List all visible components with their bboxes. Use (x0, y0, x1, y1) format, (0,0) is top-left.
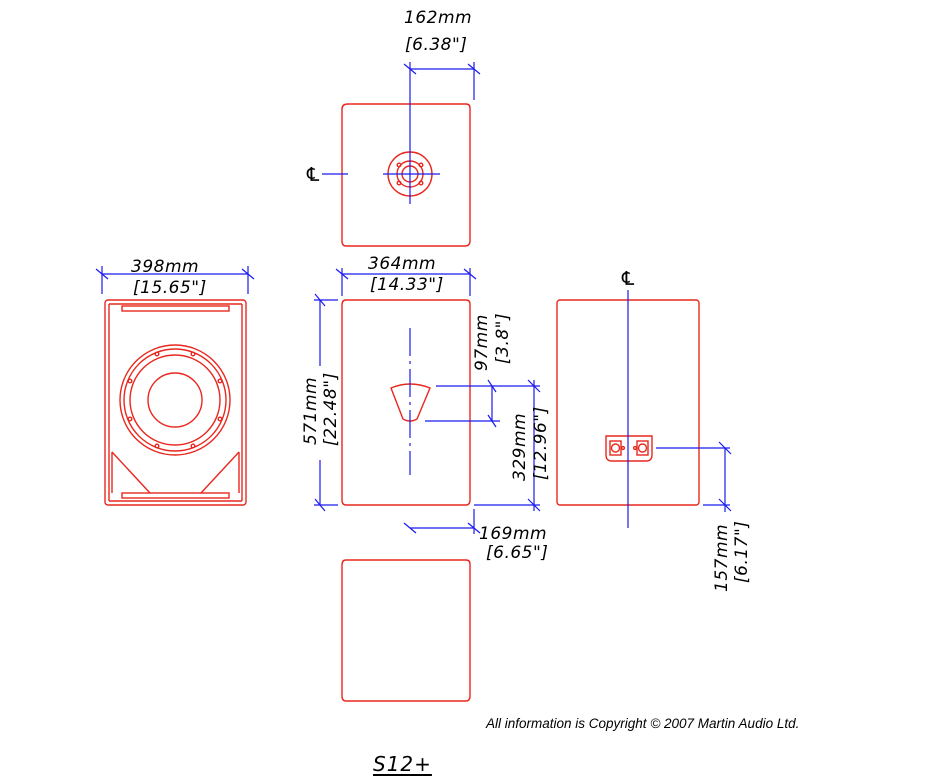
pole-depth-mm-label: 169mm (479, 524, 547, 544)
pole-height-in-label: [12.96"] (531, 406, 551, 480)
top-offset-mm-label: 162mm (404, 8, 472, 28)
rear-centerline-icon: ℄ (621, 268, 635, 290)
front-view (95, 266, 255, 506)
side-view (314, 268, 541, 534)
side-width-mm-label: 364mm (368, 254, 436, 274)
pole-top-in-label: [3.8"] (493, 313, 513, 364)
front-width-mm-label: 398mm (131, 257, 199, 277)
pole-top-mm-label: 97mm (472, 314, 492, 371)
top-centerline-icon: ℄ (306, 164, 320, 186)
bottom-view (341, 559, 471, 702)
top-offset-in-label: [6.38"] (405, 35, 467, 55)
height-in-label: [22.48"] (321, 372, 341, 446)
front-width-in-label: [15.65"] (133, 278, 207, 298)
connector-height-mm-label: 157mm (712, 524, 732, 592)
copyright-notice: All information is Copyright © 2007 Mart… (486, 716, 800, 731)
model-name: S12+ (373, 752, 432, 776)
height-mm-label: 571mm (301, 377, 321, 445)
top-view (322, 62, 481, 247)
rear-view (556, 290, 732, 528)
pole-height-mm-label: 329mm (510, 413, 530, 481)
connector-height-in-label: [6.17"] (732, 521, 752, 583)
pole-depth-in-label: [6.65"] (486, 543, 548, 563)
side-width-in-label: [14.33"] (370, 275, 444, 295)
